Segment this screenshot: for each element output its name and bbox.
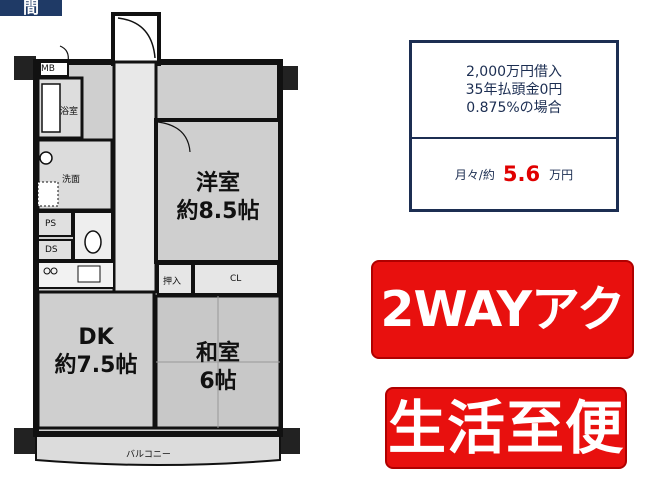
entrance-door-swing	[117, 17, 156, 59]
loan-amount: 2,000万円借入	[465, 64, 563, 80]
floor-plan: MB 浴室 洗面 PS DS 押入 CL バルコニー 洋室 約8.5帖 DK 約…	[0, 0, 320, 477]
japanese-room-size: 6帖	[199, 369, 237, 394]
mb-closet	[39, 61, 69, 77]
japanese-room-name: 和室	[195, 341, 240, 366]
loan-rate: 0.875%の場合	[466, 100, 562, 116]
hallway	[112, 60, 158, 294]
dk-room-size: 約7.5帖	[54, 353, 138, 378]
mb-label: MB	[41, 64, 55, 74]
ps-space	[37, 211, 73, 237]
cl-closet	[193, 263, 279, 295]
western-room-label: 洋室 約8.5帖	[160, 170, 276, 226]
pillar	[14, 56, 36, 80]
western-room-size: 約8.5帖	[176, 199, 260, 224]
loan-info-box: 2,000万円借入 35年払頭金0円 0.875%の場合 月々/約 5.6 万円	[409, 40, 619, 212]
oshiire-label: 押入	[163, 277, 182, 287]
access-banner: 2WAYアクセス	[371, 260, 634, 433]
bathtub	[41, 83, 61, 133]
corner-badge: 間	[0, 0, 62, 16]
dk-room	[36, 290, 156, 430]
dk-room-name: DK	[78, 325, 114, 350]
monthly-value: 5.6	[502, 162, 541, 186]
ds-label: DS	[45, 245, 58, 255]
dk-room-label: DK 約7.5帖	[38, 324, 154, 380]
cl-label: CL	[230, 274, 242, 284]
pillar	[14, 428, 36, 454]
loan-term: 35年払頭金0円	[465, 82, 563, 98]
convenience-banner: 生活至便	[385, 387, 627, 469]
monthly-unit: 万円	[549, 167, 574, 182]
floor-plan-drawing	[14, 12, 300, 466]
kitchen-counter	[37, 261, 115, 289]
loan-conditions: 2,000万円借入 35年払頭金0円 0.875%の場合	[412, 43, 616, 139]
balcony	[35, 435, 281, 466]
pillar	[278, 428, 300, 454]
ps-label: PS	[45, 219, 57, 229]
monthly-prefix: 月々/約	[454, 167, 495, 182]
balcony-label: バルコニー	[126, 450, 171, 460]
entrance-alcove	[111, 12, 161, 66]
washroom-label: 洗面	[62, 175, 81, 185]
japanese-room-label: 和室 6帖	[160, 340, 276, 396]
western-room	[154, 118, 282, 264]
monthly-payment: 月々/約 5.6 万円	[412, 139, 616, 209]
bath-label: 浴室	[60, 107, 79, 117]
western-room-name: 洋室	[195, 171, 240, 196]
oshiire-closet	[157, 263, 193, 295]
ds-space	[37, 239, 73, 261]
